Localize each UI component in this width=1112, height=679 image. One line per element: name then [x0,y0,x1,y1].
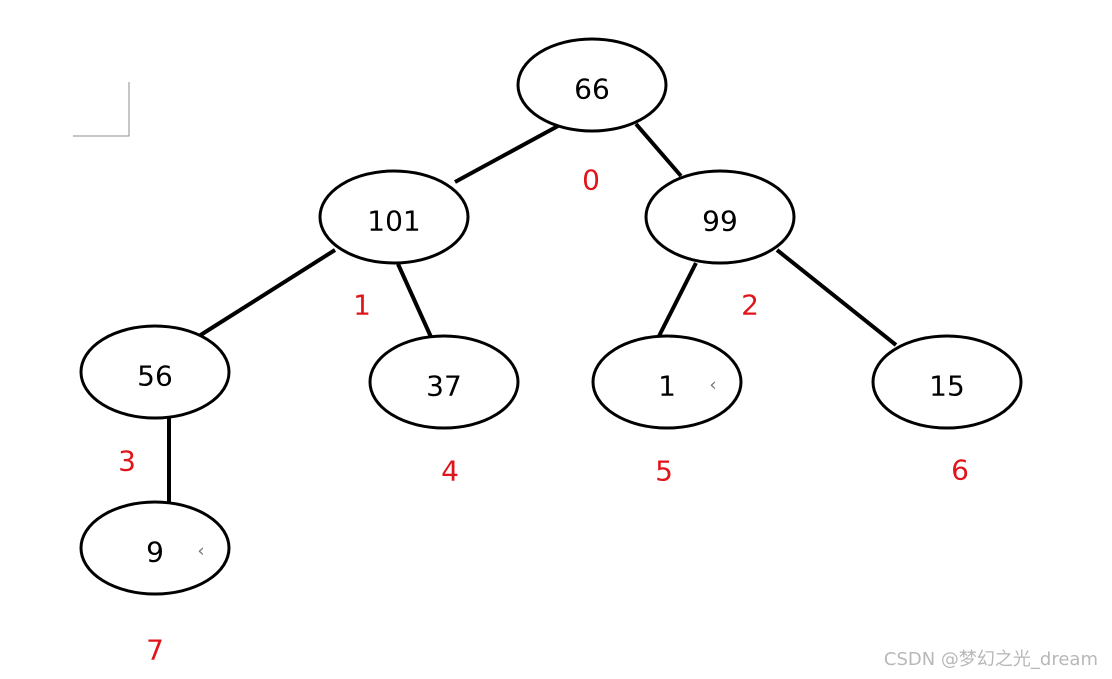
node-index-label: 1 [353,289,371,322]
node-value: 15 [929,370,965,403]
tree-edge-101-37 [396,263,433,338]
node-value: 99 [702,205,738,238]
node-value: 1 [658,370,676,403]
node-value: 9 [146,536,164,569]
return-arrow-icon: ‹ [197,541,204,562]
tree-node: 1 ‹ [591,334,743,430]
tree-node: 56 [79,324,231,420]
tree-edge-99-1 [656,262,698,339]
tree-node: 15 [871,334,1023,430]
node-ellipse [591,334,743,430]
tree-node: 37 [368,334,520,430]
node-ellipse [318,169,470,265]
node-index-label: 7 [146,634,164,667]
watermark: CSDN @梦幻之光_dream [883,649,1098,670]
node-index-label: 2 [741,289,759,322]
tree-node: 66 [516,37,668,133]
tree-edge-66-99 [634,122,683,178]
tree-node: 99 [644,169,796,265]
tree-edge-99-15 [775,248,898,347]
tree-node: 101 [318,169,470,265]
node-value: 56 [137,360,173,393]
page-corner-mark [73,82,130,137]
node-index-label: 4 [441,455,459,488]
node-value: 37 [426,370,462,403]
node-index-label: 6 [951,454,969,487]
node-index-label: 5 [655,455,673,488]
tree-node: 9 ‹ [79,500,231,596]
node-index-label: 0 [582,164,600,197]
node-ellipse [79,324,231,420]
node-ellipse [79,500,231,596]
node-value: 66 [574,73,610,106]
node-ellipse [516,37,668,133]
node-value: 101 [367,205,420,238]
node-ellipse [644,169,796,265]
tree-edge-66-101 [454,124,559,184]
return-arrow-icon: ‹ [709,375,716,396]
node-index-label: 3 [118,445,136,478]
node-ellipse [368,334,520,430]
node-ellipse [871,334,1023,430]
tree-edge-101-56 [197,248,337,338]
